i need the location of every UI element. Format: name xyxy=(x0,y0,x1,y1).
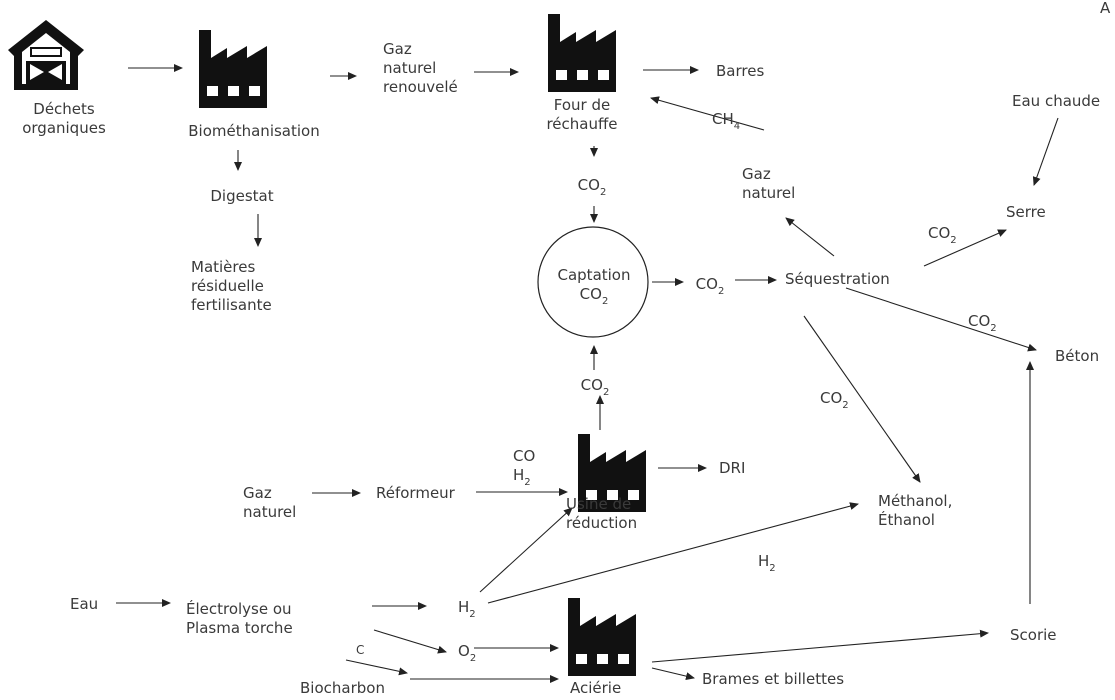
node-gaz_naturel_top-line: Gaz xyxy=(742,165,771,183)
node-matieres-line: fertilisante xyxy=(191,296,272,314)
edge-label-co_h2-line: H2 xyxy=(513,466,531,488)
node-gnr-line: naturel xyxy=(383,59,436,77)
node-co2_cap-line: CO2 xyxy=(696,275,725,297)
node-usine-line: réduction xyxy=(566,514,637,532)
node-four-line: réchauffe xyxy=(546,115,617,133)
node-dechets-line: Déchets xyxy=(33,100,95,118)
node-gnr-line: renouvelé xyxy=(383,78,458,96)
edge-label-co2_beton: CO2 xyxy=(968,312,997,334)
edge-label-h2_methanol: H2 xyxy=(758,552,776,574)
node-sequestration-line: Séquestration xyxy=(785,270,890,288)
edge-label-ch4: CH4 xyxy=(712,110,740,132)
node-eau-line: Eau xyxy=(70,595,98,613)
node-gnr-line: Gaz xyxy=(383,40,412,58)
node-four-line: Four de xyxy=(554,96,610,114)
node-co2_four-line: CO2 xyxy=(578,176,607,198)
edge-label-h2_methanol-line: H2 xyxy=(758,552,776,574)
node-brames: Brames et billettes xyxy=(702,670,844,688)
node-digestat-line: Digestat xyxy=(210,187,273,205)
node-gaz_naturel_bot-line: naturel xyxy=(243,503,296,521)
node-co2_usine-line: CO2 xyxy=(581,376,610,398)
node-eau: Eau xyxy=(70,595,98,613)
node-methanol-line: Éthanol xyxy=(878,510,935,529)
node-o2_node: O2 xyxy=(458,642,476,664)
node-beton: Béton xyxy=(1055,347,1099,365)
edge-label-co2_beton-line: CO2 xyxy=(968,312,997,334)
four-factory-icon xyxy=(548,14,616,92)
node-scorie: Scorie xyxy=(1010,626,1057,644)
captation-circle xyxy=(537,226,649,338)
edge-label-c_label-line: C xyxy=(356,643,364,657)
node-methanol-line: Méthanol, xyxy=(878,492,952,510)
node-acierie: Aciérie xyxy=(570,679,621,697)
node-eau_chaude-line: Eau chaude xyxy=(1012,92,1100,110)
edge-label-c_label: C xyxy=(356,643,364,657)
node-reformeur-line: Réformeur xyxy=(376,484,456,502)
node-h2_node-line: H2 xyxy=(458,598,476,620)
node-dri: DRI xyxy=(719,459,745,477)
node-gaz_naturel_bot-line: Gaz xyxy=(243,484,272,502)
node-biocharbon-line: Biocharbon xyxy=(300,679,385,697)
node-captation-line: CO2 xyxy=(580,285,609,307)
node-usine-line: Usine de xyxy=(566,495,631,513)
node-digestat: Digestat xyxy=(210,187,273,205)
edge-label-co2_serre-line: CO2 xyxy=(928,224,957,246)
edge-label-ch4-line: CH4 xyxy=(712,110,740,132)
node-co2_usine: CO2 xyxy=(581,376,610,398)
edge-label-co_h2-line: CO xyxy=(513,447,535,465)
node-matieres-line: résiduelle xyxy=(191,277,264,295)
node-electrolyse-line: Plasma torche xyxy=(186,619,293,637)
node-beton-line: Béton xyxy=(1055,347,1099,365)
node-acierie-line: Aciérie xyxy=(570,679,621,697)
node-o2_node-line: O2 xyxy=(458,642,476,664)
edge-label-co2_serre: CO2 xyxy=(928,224,957,246)
node-matieres-line: Matières xyxy=(191,258,255,276)
node-barres: Barres xyxy=(716,62,764,80)
node-biomethanisation: Biométhanisation xyxy=(188,122,319,140)
node-sequestration: Séquestration xyxy=(785,270,890,288)
corner-text: A xyxy=(1100,0,1111,17)
node-electrolyse-line: Électrolyse ou xyxy=(186,599,292,618)
node-eau_chaude: Eau chaude xyxy=(1012,92,1100,110)
node-scorie-line: Scorie xyxy=(1010,626,1057,644)
biomethanisation-factory-icon xyxy=(199,30,267,108)
node-gaz_naturel_top-line: naturel xyxy=(742,184,795,202)
node-reformeur: Réformeur xyxy=(376,484,456,502)
node-dri-line: DRI xyxy=(719,459,745,477)
node-co2_cap: CO2 xyxy=(696,275,725,297)
node-barres-line: Barres xyxy=(716,62,764,80)
node-co2_four: CO2 xyxy=(578,176,607,198)
node-biocharbon: Biocharbon xyxy=(300,679,385,697)
edge-label-co2_methanol: CO2 xyxy=(820,389,849,411)
arrows xyxy=(116,64,1059,683)
node-serre: Serre xyxy=(1006,203,1046,221)
node-brames-line: Brames et billettes xyxy=(702,670,844,688)
node-dechets-line: organiques xyxy=(22,119,106,137)
node-serre-line: Serre xyxy=(1006,203,1046,221)
edge-label-co2_methanol-line: CO2 xyxy=(820,389,849,411)
node-h2_node: H2 xyxy=(458,598,476,620)
barn-icon xyxy=(8,20,84,90)
node-methanol: Méthanol,Éthanol xyxy=(878,492,952,529)
node-captation-line: Captation xyxy=(558,266,631,284)
node-biomethanisation-line: Biométhanisation xyxy=(188,122,319,140)
acierie-factory-icon xyxy=(568,598,636,676)
